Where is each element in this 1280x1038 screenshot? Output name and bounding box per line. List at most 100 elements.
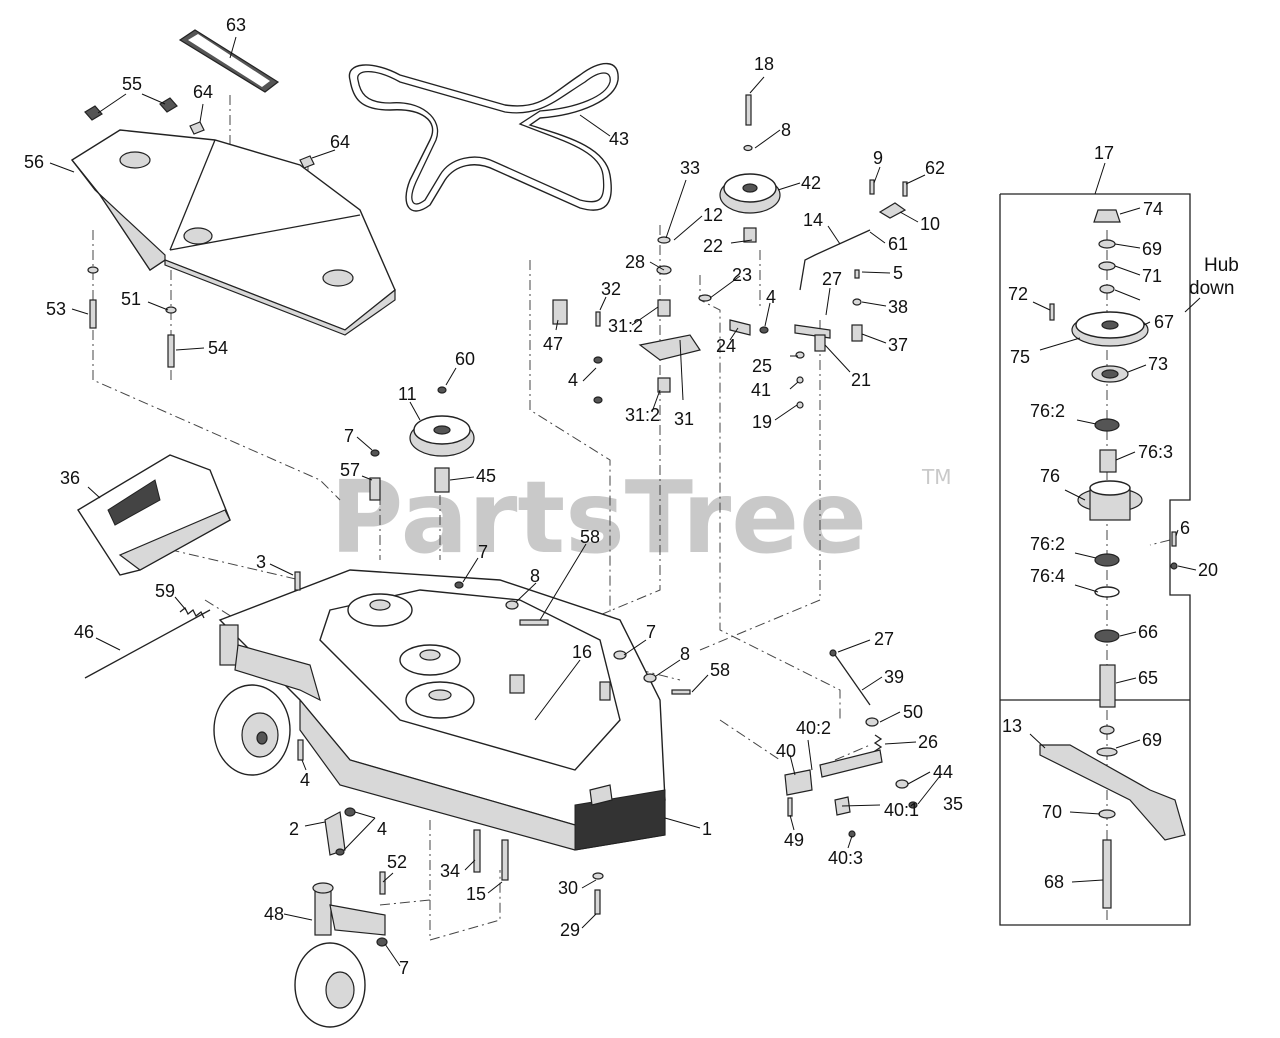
discharge-chute [77, 454, 231, 576]
callout-7: 7 [646, 622, 656, 642]
callout-1: 1 [702, 819, 712, 839]
callout-57: 57 [340, 460, 360, 480]
callout-17: 17 [1094, 143, 1114, 163]
callout-76:3: 76:3 [1138, 442, 1173, 462]
callout-49: 49 [784, 830, 804, 850]
part-callouts: 63 55 64 64 56 51 53 54 43 18 8 42 33 12… [24, 15, 1218, 978]
hub-note-line2: down [1189, 278, 1234, 299]
watermark-text: PartsTree [330, 459, 867, 576]
callout-50: 50 [903, 702, 923, 722]
cover-hardware [84, 97, 315, 368]
callout-8: 8 [781, 120, 791, 140]
callout-69: 69 [1142, 239, 1162, 259]
callout-3: 3 [256, 552, 266, 572]
idler-arm [552, 236, 805, 409]
callout-62: 62 [925, 158, 945, 178]
callout-12: 12 [703, 205, 723, 225]
callout-71: 71 [1142, 266, 1162, 286]
callout-2: 2 [289, 819, 299, 839]
callout-7: 7 [344, 426, 354, 446]
callout-40:1: 40:1 [884, 800, 919, 820]
callout-30: 30 [558, 878, 578, 898]
callout-69: 69 [1142, 730, 1162, 750]
callout-66: 66 [1138, 622, 1158, 642]
leader-lines [49, 36, 1197, 967]
callout-34: 34 [440, 861, 460, 881]
callout-8: 8 [530, 566, 540, 586]
callout-76:2: 76:2 [1030, 401, 1065, 421]
callout-10: 10 [920, 214, 940, 234]
callout-29: 29 [560, 920, 580, 940]
idler-pulley-middle [369, 386, 475, 501]
callout-56: 56 [24, 152, 44, 172]
callout-40:3: 40:3 [828, 848, 863, 868]
callout-76:4: 76:4 [1030, 566, 1065, 586]
callout-31:2: 31:2 [625, 405, 660, 425]
idler-pulley-top [719, 94, 781, 243]
callout-31:2: 31:2 [608, 316, 643, 336]
callout-54: 54 [208, 338, 228, 358]
callout-26: 26 [918, 732, 938, 752]
callout-8: 8 [680, 644, 690, 664]
callout-18: 18 [754, 54, 774, 74]
callout-36: 36 [60, 468, 80, 488]
callout-68: 68 [1044, 872, 1064, 892]
callout-52: 52 [387, 852, 407, 872]
callout-33: 33 [680, 158, 700, 178]
callout-21: 21 [851, 370, 871, 390]
callout-16: 16 [572, 642, 592, 662]
spindle-assembly-box [999, 193, 1191, 926]
callout-51: 51 [121, 289, 141, 309]
callout-20: 20 [1198, 560, 1218, 580]
belt-cover [70, 129, 396, 336]
viking-decal [178, 29, 280, 93]
mower-deck [218, 569, 666, 851]
callout-40:2: 40:2 [796, 718, 831, 738]
callout-59: 59 [155, 581, 175, 601]
callout-64: 64 [330, 132, 350, 152]
callout-4: 4 [568, 370, 578, 390]
callout-7: 7 [478, 542, 488, 562]
callout-24: 24 [716, 336, 736, 356]
callout-4: 4 [300, 770, 310, 790]
callout-13: 13 [1002, 716, 1022, 736]
callout-7: 7 [399, 958, 409, 978]
callout-58: 58 [710, 660, 730, 680]
callout-37: 37 [888, 335, 908, 355]
callout-32: 32 [601, 279, 621, 299]
callout-28: 28 [625, 252, 645, 272]
callout-38: 38 [888, 297, 908, 317]
callout-39: 39 [884, 667, 904, 687]
callout-45: 45 [476, 466, 496, 486]
callout-25: 25 [752, 356, 772, 376]
callout-22: 22 [703, 236, 723, 256]
callout-15: 15 [466, 884, 486, 904]
callout-43: 43 [609, 129, 629, 149]
callout-9: 9 [873, 148, 883, 168]
callout-42: 42 [801, 173, 821, 193]
callout-4: 4 [766, 287, 776, 307]
callout-35: 35 [943, 794, 963, 814]
callout-72: 72 [1008, 284, 1028, 304]
callout-48: 48 [264, 904, 284, 924]
callout-67: 67 [1154, 312, 1174, 332]
callout-74: 74 [1143, 199, 1163, 219]
watermark-trademark: TM [921, 465, 951, 489]
callout-60: 60 [455, 349, 475, 369]
callout-64: 64 [193, 82, 213, 102]
callout-31: 31 [674, 409, 694, 429]
callout-70: 70 [1042, 802, 1062, 822]
linkage-rod [794, 179, 908, 352]
callout-4: 4 [377, 819, 387, 839]
callout-41: 41 [751, 380, 771, 400]
callout-46: 46 [74, 622, 94, 642]
callout-27: 27 [874, 629, 894, 649]
chute-rod [84, 606, 211, 679]
callout-58: 58 [580, 527, 600, 547]
callout-40: 40 [776, 741, 796, 761]
callout-27: 27 [822, 269, 842, 289]
callout-73: 73 [1148, 354, 1168, 374]
hub-note-line1: Hub [1204, 255, 1239, 276]
callout-55: 55 [122, 74, 142, 94]
